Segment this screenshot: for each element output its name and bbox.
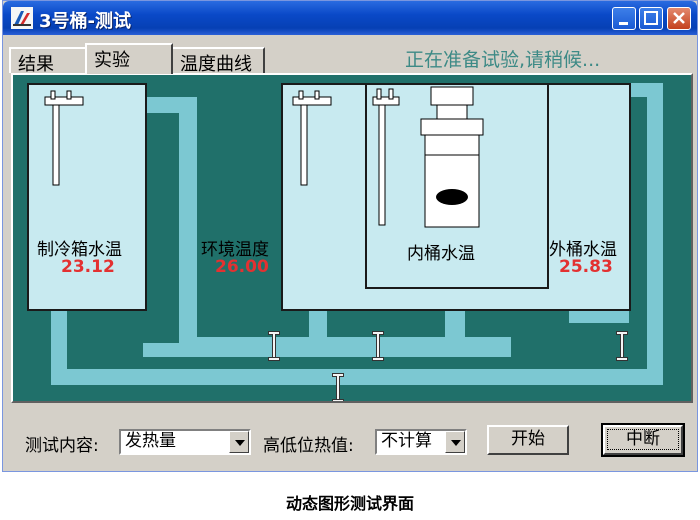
valve[interactable] [371, 331, 385, 361]
test-content-label: 测试内容: [25, 436, 99, 456]
freezer-tank: 制冷箱水温 23.12 [27, 83, 147, 311]
pipe-middle [181, 337, 511, 357]
inner-bucket: 内桶水温 [365, 83, 549, 289]
freezer-temp-value: 23.12 [61, 257, 115, 277]
test-window: 3号桶-测试 结果 实验 温度曲线 正在准备试验,请稍候... [2, 0, 698, 472]
minimize-icon [619, 22, 628, 25]
tab-label: 温度曲线 [180, 54, 252, 75]
test-content-value: 发热量 [125, 431, 176, 451]
env-temp-label: 环境温度 [201, 240, 269, 260]
valve[interactable] [267, 331, 281, 361]
window-title: 3号桶-测试 [39, 11, 131, 32]
tab-temperature-curve[interactable]: 温度曲线 [171, 47, 265, 75]
env-temp-value: 26.00 [215, 257, 269, 277]
figure-caption: 动态图形测试界面 [285, 494, 414, 513]
heat-value-select[interactable]: 不计算 [375, 429, 467, 455]
valve[interactable] [615, 331, 629, 361]
minimize-button[interactable] [612, 7, 636, 30]
close-button[interactable] [667, 7, 691, 30]
close-icon [673, 12, 685, 24]
heat-value-label: 高低位热值: [263, 436, 354, 456]
status-message: 正在准备试验,请稍候... [405, 49, 601, 71]
valve[interactable] [331, 373, 345, 401]
stirrer-icon [372, 88, 400, 226]
tab-label: 实验 [94, 50, 130, 71]
maximize-icon [644, 11, 658, 25]
tab-experiment[interactable]: 实验 [85, 43, 173, 74]
dropdown-arrow-icon[interactable] [445, 431, 465, 453]
thermometer-icon [292, 90, 332, 186]
inner-bucket-temp-label: 内桶水温 [407, 244, 475, 264]
outer-bucket-temp-value: 25.83 [559, 257, 613, 277]
maximize-button[interactable] [639, 7, 663, 30]
oxygen-bomb-icon [420, 86, 484, 228]
start-button[interactable]: 开始 [487, 425, 569, 455]
start-button-label: 开始 [511, 429, 545, 449]
heat-value-value: 不计算 [381, 431, 432, 451]
stop-button-label: 中断 [607, 429, 679, 450]
dropdown-arrow-icon[interactable] [229, 431, 249, 453]
tab-label: 结果 [18, 54, 54, 75]
thermometer-icon [44, 90, 84, 186]
outer-bucket-temp-label: 外桶水温 [549, 240, 617, 260]
title-bar[interactable]: 3号桶-测试 [3, 1, 697, 35]
app-logo-icon [11, 7, 33, 29]
pipe-freezer-env-inner [143, 113, 179, 343]
test-content-select[interactable]: 发热量 [119, 429, 251, 455]
tab-results[interactable]: 结果 [9, 47, 87, 75]
freezer-temp-label: 制冷箱水温 [37, 240, 122, 260]
pipe-right-inner [627, 97, 647, 369]
control-bar: 测试内容: 发热量 高低位热值: 不计算 开始 中断 [11, 411, 693, 467]
stop-button[interactable]: 中断 [601, 423, 685, 457]
calorimeter-diagram: 制冷箱水温 23.12 环境温度 26.00 外桶水温 25.83 [11, 73, 693, 403]
